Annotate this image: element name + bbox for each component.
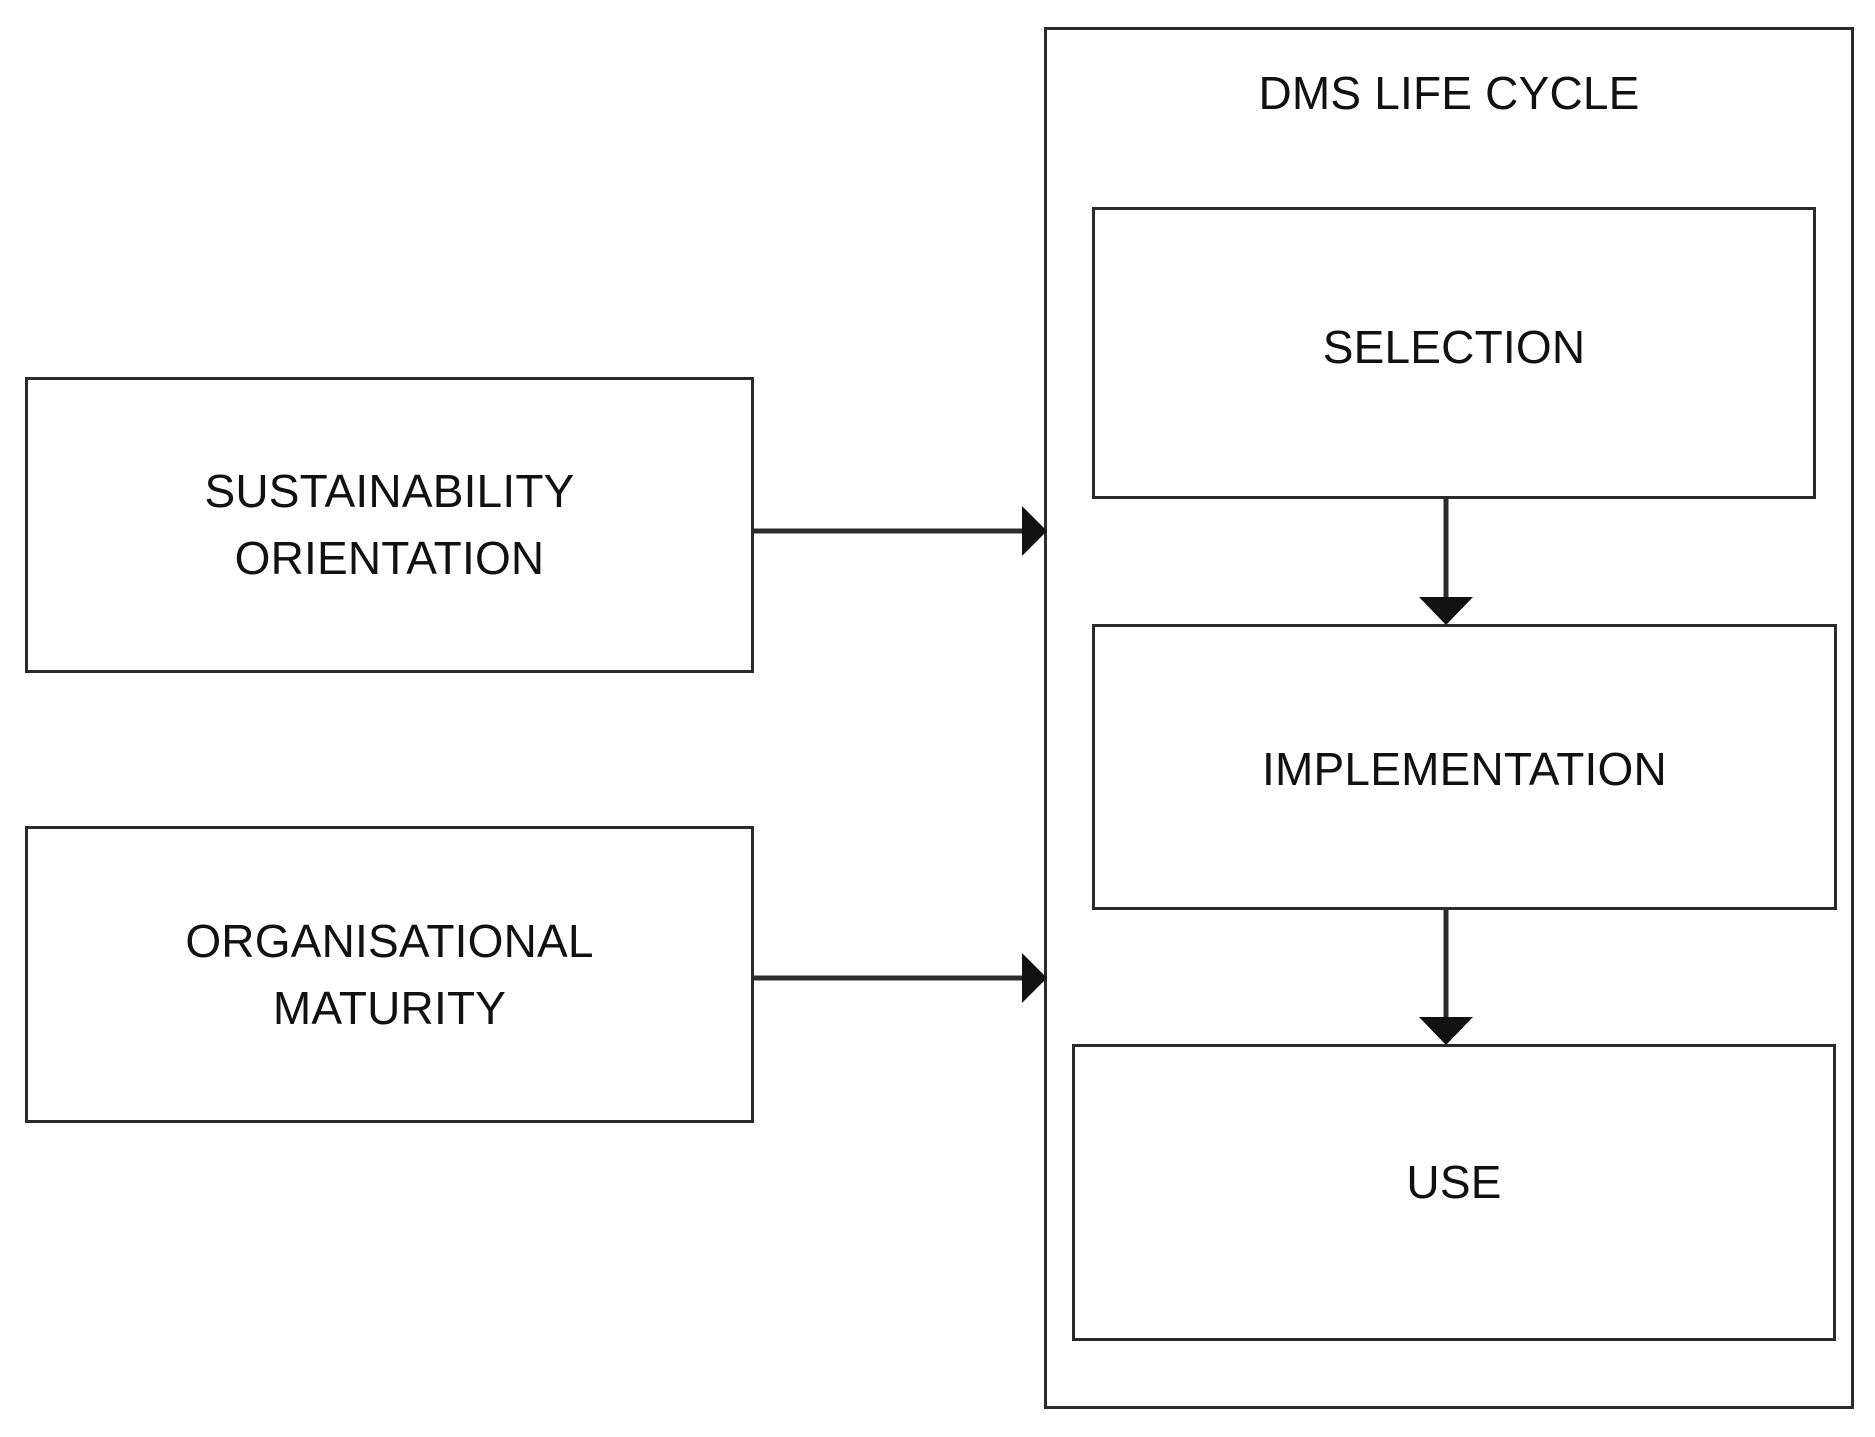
driver-label-organisational-maturity: ORGANISATIONAL MATURITY: [185, 914, 594, 1034]
driver-box-organisational-maturity: ORGANISATIONAL MATURITY: [25, 826, 754, 1123]
stage-box-use: USE: [1072, 1044, 1836, 1341]
stage-label-use: USE: [1406, 1156, 1502, 1209]
driver-box-sustainability-orientation: SUSTAINABILITY ORIENTATION: [25, 377, 754, 673]
stage-box-implementation: IMPLEMENTATION: [1092, 624, 1837, 910]
stage-box-selection: SELECTION: [1092, 207, 1816, 499]
stage-label-selection: SELECTION: [1322, 320, 1586, 373]
arrow-maturity-to-lifecycle: [754, 953, 1047, 1003]
arrow-sustainability-to-lifecycle: [754, 506, 1047, 556]
lifecycle-title: DMS LIFE CYCLE: [1258, 67, 1640, 119]
driver-label-sustainability-orientation: SUSTAINABILITY ORIENTATION: [204, 465, 575, 584]
stage-label-implementation: IMPLEMENTATION: [1262, 742, 1667, 795]
